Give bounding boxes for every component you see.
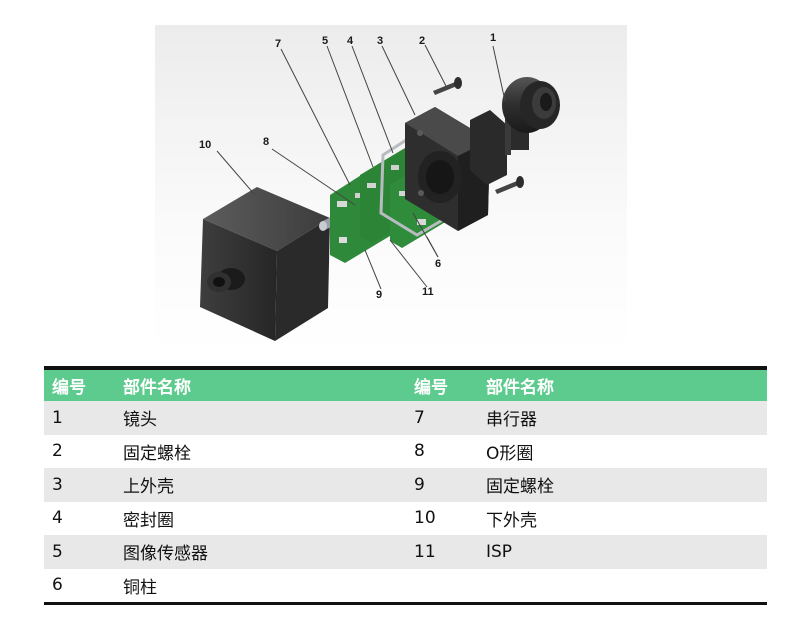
cell-part-name: O形圈: [478, 434, 767, 468]
header-part-name-right: 部件名称: [478, 370, 767, 401]
callout-7: 7: [275, 38, 281, 50]
cell-number: 8: [406, 434, 478, 468]
cell-part-name: 固定螺栓: [115, 434, 406, 468]
table-row: 6 铜柱: [44, 568, 767, 605]
cell-number: 11: [406, 535, 478, 569]
upper-housing: [405, 107, 507, 231]
callout-9: 9: [376, 289, 382, 301]
cell-part-name: 下外壳: [478, 501, 767, 535]
callout-8: 8: [263, 136, 269, 148]
lens: [502, 77, 560, 155]
cell-number: 1: [44, 401, 115, 435]
table-row: 4 密封圈 10 下外壳: [44, 501, 767, 535]
cell-part-name: 固定螺栓: [478, 468, 767, 502]
callout-10: 10: [199, 139, 211, 151]
cell-number: 5: [44, 535, 115, 569]
table-row: 3 上外壳 9 固定螺栓: [44, 468, 767, 502]
callout-5: 5: [322, 35, 328, 47]
cell-number: 7: [406, 401, 478, 435]
callout-6: 6: [435, 258, 441, 270]
leader-lines: [216, 44, 506, 290]
header-number-left: 编号: [44, 370, 115, 401]
fixing-bolts: [433, 77, 524, 194]
header-number-right: 编号: [406, 370, 478, 401]
header-part-name-left: 部件名称: [115, 370, 406, 401]
cell-number: 2: [44, 434, 115, 468]
cell-part-name: ISP: [478, 535, 767, 569]
cell-part-name: 镜头: [115, 401, 406, 435]
cell-number: 3: [44, 468, 115, 502]
callout-3: 3: [377, 35, 383, 47]
cell-part-name: 串行器: [478, 401, 767, 435]
cell-part-name: 上外壳: [115, 468, 406, 502]
callout-4: 4: [347, 35, 354, 47]
cell-number: 10: [406, 501, 478, 535]
table-header-row: 编号 部件名称 编号 部件名称: [44, 370, 767, 401]
cell-part-name: [478, 568, 767, 605]
cell-part-name: 图像传感器: [115, 535, 406, 569]
lower-housing: [200, 187, 330, 341]
cell-number: 9: [406, 468, 478, 502]
cell-part-name: 密封圈: [115, 501, 406, 535]
exploded-camera-diagram: 1 2 3 4 5 6 7 8 9 10 11: [155, 25, 627, 351]
exploded-view-drawing: 1 2 3 4 5 6 7 8 9 10 11: [199, 32, 560, 341]
cell-number: 4: [44, 501, 115, 535]
callout-2: 2: [419, 35, 425, 47]
table-row: 5 图像传感器 11 ISP: [44, 535, 767, 569]
parts-table: 编号 部件名称 编号 部件名称 1 镜头 7 串行器 2 固定螺栓 8 O形圈 …: [44, 366, 767, 605]
table-row: 2 固定螺栓 8 O形圈: [44, 434, 767, 468]
callout-11: 11: [422, 286, 434, 298]
callout-1: 1: [490, 32, 496, 44]
table-row: 1 镜头 7 串行器: [44, 401, 767, 435]
cell-number: 6: [44, 568, 115, 605]
cell-part-name: 铜柱: [115, 568, 406, 605]
cell-number: [406, 568, 478, 605]
